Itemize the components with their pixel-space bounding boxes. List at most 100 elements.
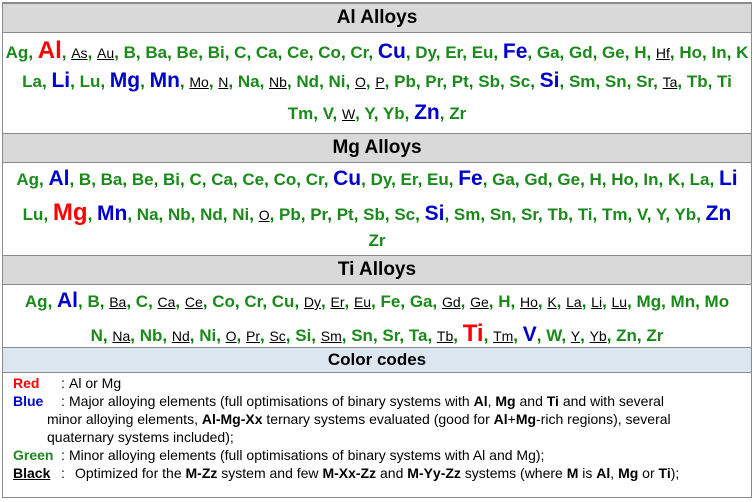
comma-separator: , <box>665 205 675 224</box>
comma-separator: , <box>511 205 521 224</box>
element-ni: Ni <box>328 72 346 91</box>
element-er: Er <box>400 170 418 189</box>
comma-separator: , <box>646 43 656 62</box>
element-co: Co <box>212 292 235 311</box>
element-la: La <box>22 72 42 91</box>
comma-separator: , <box>530 72 540 91</box>
element-ho: Ho <box>519 294 538 310</box>
element-sc: Sc <box>394 205 416 224</box>
comma-separator: , <box>592 205 602 224</box>
legend-item-black: Black : Optimized for the M-Zz system an… <box>13 465 679 481</box>
comma-separator: , <box>87 205 98 224</box>
comma-separator: , <box>286 72 297 91</box>
element-mn: Mn <box>149 69 180 92</box>
comma-separator: , <box>602 292 612 311</box>
element-zr: Zr <box>368 231 386 250</box>
element-mg: Mg <box>52 199 88 226</box>
section-header-mg: Mg Alloys <box>3 133 751 163</box>
element-sb: Sb <box>478 72 500 91</box>
element-sr: Sr <box>521 205 539 224</box>
comma-separator: , <box>127 205 137 224</box>
comma-separator: , <box>345 72 355 91</box>
element-ge: Ge <box>602 43 625 62</box>
element-mo: Mo <box>704 292 730 311</box>
comma-separator: , <box>627 205 637 224</box>
comma-separator: , <box>488 292 499 311</box>
element-b: B <box>78 170 92 189</box>
comma-separator: , <box>510 292 520 311</box>
element-as: As <box>71 45 88 61</box>
element-gd: Gd <box>441 294 461 310</box>
element-ni: Ni <box>232 205 250 224</box>
element-lu: Lu <box>22 205 44 224</box>
element-si: Si <box>539 69 560 92</box>
comma-separator: , <box>327 205 337 224</box>
comma-separator: , <box>568 205 578 224</box>
element-line: Zr <box>3 231 751 251</box>
comma-separator: , <box>236 326 246 345</box>
comma-separator: , <box>78 292 88 311</box>
comma-separator: , <box>606 326 617 345</box>
section-body-mg: Ag, Al, B, Ba, Be, Bi, C, Ca, Ce, Co, Cr… <box>3 163 751 255</box>
comma-separator: , <box>559 72 569 91</box>
comma-separator: , <box>180 170 190 189</box>
comma-separator: , <box>296 170 306 189</box>
element-sc: Sc <box>509 72 531 91</box>
legend-header: Color codes <box>3 347 751 373</box>
comma-separator: , <box>427 326 437 345</box>
element-sm: Sm <box>320 328 342 344</box>
element-o: O <box>225 328 237 344</box>
legend-sep: : <box>61 375 65 391</box>
element-eu: Eu <box>427 170 449 189</box>
element-ag: Ag <box>5 43 29 62</box>
element-ti: Ti <box>717 72 732 91</box>
element-fe: Fe <box>380 292 401 311</box>
legend-sep: : <box>61 447 65 463</box>
element-sr: Sr <box>382 326 400 345</box>
element-mn: Mn <box>97 202 128 225</box>
element-mg: Mg <box>109 69 141 92</box>
comma-separator: , <box>646 205 656 224</box>
element-ce: Ce <box>184 294 203 310</box>
comma-separator: , <box>158 205 168 224</box>
comma-separator: , <box>189 326 200 345</box>
element-y: Y <box>364 104 374 123</box>
element-k: K <box>736 43 749 62</box>
element-si: Si <box>295 326 312 345</box>
comma-separator: , <box>100 72 110 91</box>
comma-separator: , <box>439 104 450 123</box>
element-lu: Lu <box>611 294 628 310</box>
element-sc: Sc <box>269 328 286 344</box>
legend-text: minor alloying elements, Al-Mg-Xx ternar… <box>47 411 671 427</box>
element-line: Ag, Al, B, Ba, C, Ca, Ce, Co, Cr, Cu, Dy… <box>3 289 751 313</box>
comma-separator: , <box>460 292 471 311</box>
comma-separator: , <box>99 292 110 311</box>
element-k: K <box>667 170 681 189</box>
element-ti: Ti <box>577 205 593 224</box>
legend-text: Major alloying elements (full optimisati… <box>69 393 665 409</box>
element-zn: Zn <box>414 101 440 124</box>
element-ge: Ge <box>470 294 489 310</box>
section-title: Al Alloys <box>336 7 418 28</box>
element-nb: Nb <box>269 74 287 90</box>
element-hf: Hf <box>655 45 670 61</box>
element-nb: Nb <box>139 326 163 345</box>
comma-separator: , <box>135 43 146 62</box>
comma-separator: , <box>595 72 605 91</box>
comma-separator: , <box>259 72 270 91</box>
element-tb: Tb <box>436 328 454 344</box>
comma-separator: , <box>126 292 136 311</box>
comma-separator: , <box>399 326 409 345</box>
comma-separator: , <box>536 326 547 345</box>
comma-separator: , <box>415 205 425 224</box>
element-cu: Cu <box>333 167 362 190</box>
element-pb: Pb <box>279 205 301 224</box>
section-title: Mg Alloys <box>332 137 422 158</box>
comma-separator: , <box>633 170 644 189</box>
element-pt: Pt <box>336 205 354 224</box>
comma-separator: , <box>680 170 690 189</box>
comma-separator: , <box>224 43 235 62</box>
element-ca: Ca <box>211 170 233 189</box>
comma-separator: , <box>677 72 687 91</box>
element-w: W <box>546 326 562 345</box>
